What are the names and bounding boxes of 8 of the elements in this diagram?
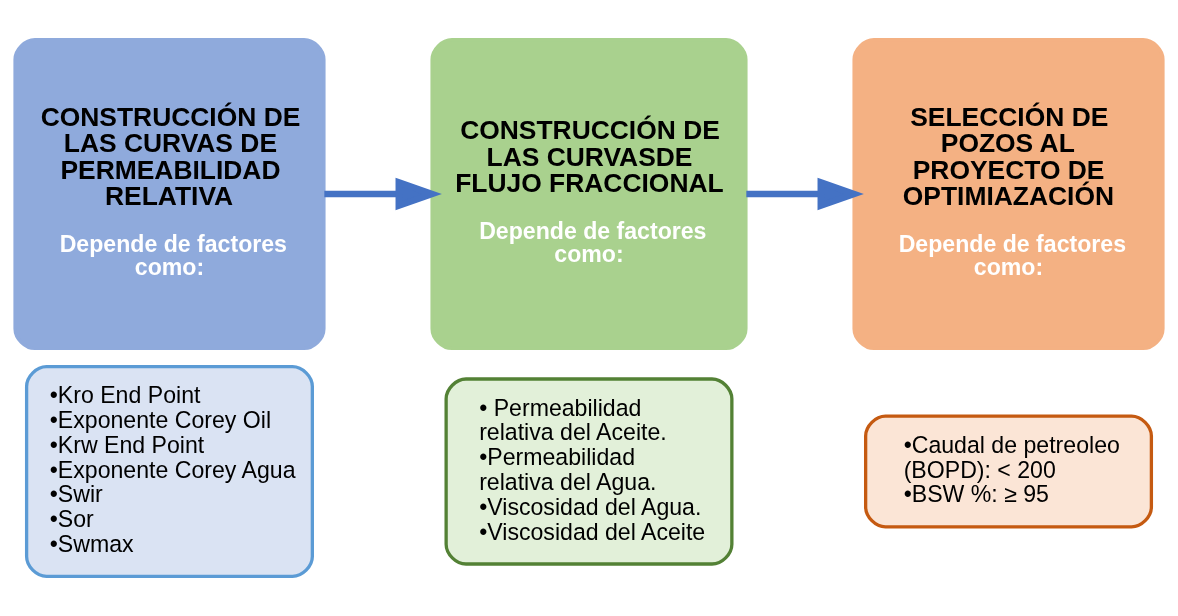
node-box: •Kro End Point •Exponente Corey Oil •Krw End Point •Exponente Corey Agua •Swir •Sor •Swmax [24,365,314,579]
node-box: • Permeabilidad relativa del Aceite. •Permeabilidad relativa del Agua. •Viscosidad del Agua. •Viscosidad del Aceite [444,377,734,566]
node-box: •Caudal de petreoleo (BOPD): < 200 •BSW %: ≥ 95 [864,414,1154,529]
arrow [324,177,442,211]
node-box: CONSTRUCCIÓN DE LAS CURVAS DE PERMEABILIDAD RELATIVA Depende de factores como: [13,37,326,351]
arrow [746,177,864,211]
node-box: CONSTRUCCIÓN DE LAS CURVASDE FLUJO FRACCIONAL Depende de factores como: [430,37,748,351]
node-box: SELECCIÓN DE POZOS AL PROYECTO DE OPTIMIAZACIÓN Depende de factores como: [852,37,1165,351]
